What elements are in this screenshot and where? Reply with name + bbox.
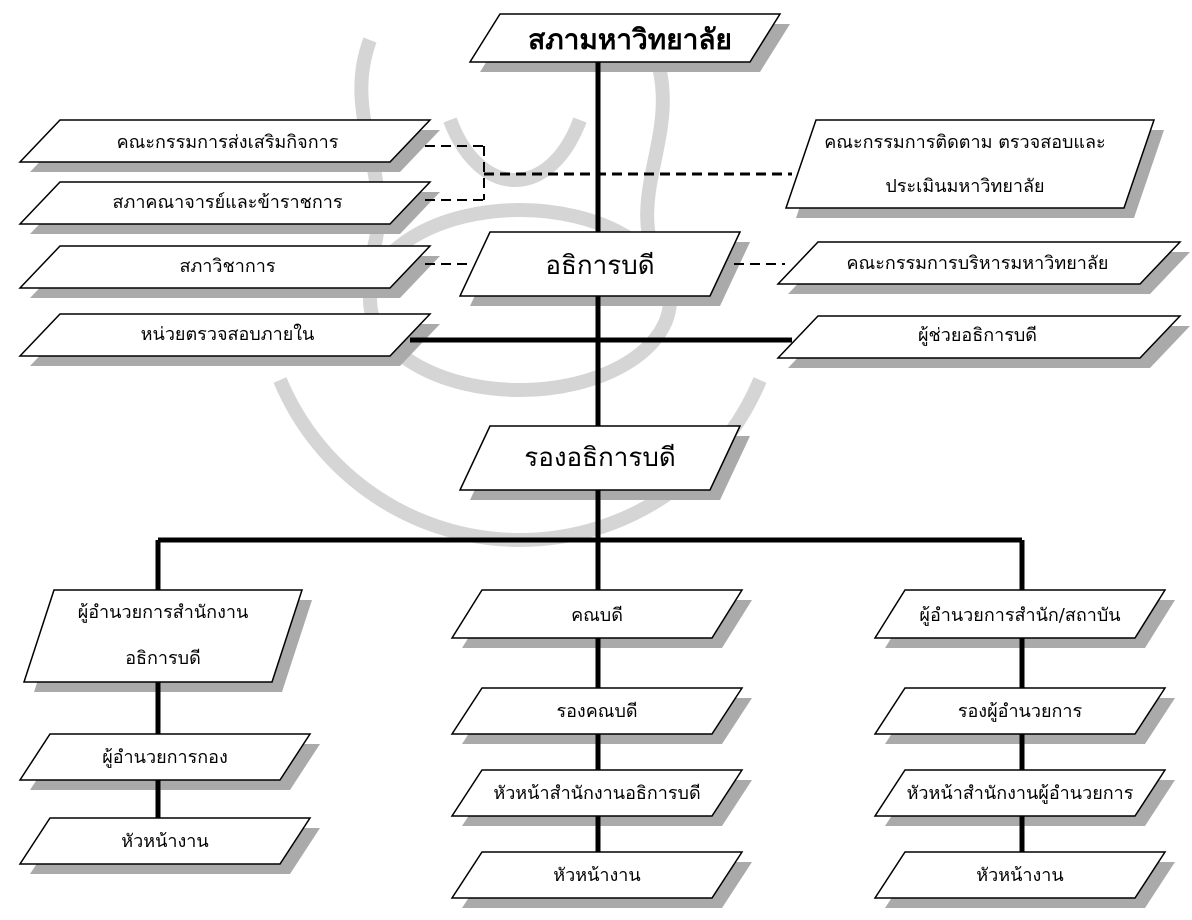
vice-president-box: [458, 425, 742, 491]
president-box: [458, 231, 742, 297]
faculty-council-box: [18, 181, 432, 225]
node-mid-section-head: หัวหน้างาน: [553, 865, 641, 886]
node-internal-audit: หน่วยตรวจสอบภายใน: [140, 324, 315, 345]
node-left-head-line2: อธิการบดี: [125, 648, 201, 669]
node-executive-committee: คณะกรรมการบริหารมหาวิทยาลัย: [846, 253, 1109, 274]
right-section-head-box: [873, 851, 1167, 899]
office-head-president-box: [450, 769, 744, 817]
node-academic-council: สภาวิชาการ: [179, 256, 276, 277]
node-right-section-head: หัวหน้างาน: [976, 865, 1064, 886]
node-deputy-director: รองผู้อำนวยการ: [957, 701, 1083, 722]
promotion-committee-box: [18, 119, 432, 163]
left-division-director-box: [18, 733, 312, 781]
left-section-head-box: [18, 817, 312, 865]
mid-section-head-box: [450, 851, 744, 899]
assistant-president-box: [776, 315, 1182, 359]
node-left-section-head: หัวหน้างาน: [121, 831, 209, 852]
node-left-division-director: ผู้อำนวยการกอง: [102, 747, 228, 768]
node-dean: คณบดี: [571, 605, 623, 626]
node-left-head-line1: ผู้อำนวยการสำนักงาน: [77, 602, 249, 623]
academic-council-box: [18, 245, 432, 289]
node-office-head-president: หัวหน้าสำนักงานอธิการบดี: [493, 783, 701, 804]
dean-box: [450, 589, 744, 639]
deputy-director-box: [873, 687, 1167, 735]
executive-committee-box: [776, 241, 1182, 285]
institute-director-box: [873, 589, 1167, 639]
node-assistant-president: ผู้ช่วยอธิการบดี: [917, 325, 1037, 346]
monitoring-committee-box: [784, 119, 1156, 209]
left-head-box: [22, 589, 304, 683]
node-institute-director: ผู้อำนวยการสำนัก/สถาบัน: [919, 605, 1121, 626]
office-head-director-box: [873, 769, 1167, 817]
node-vice-dean: รองคณบดี: [556, 701, 638, 722]
node-monitoring-committee-line1: คณะกรรมการติดตาม ตรวจสอบและ: [824, 132, 1106, 153]
node-office-head-director: หัวหน้าสำนักงานผู้อำนวยการ: [906, 783, 1134, 804]
internal-audit-box: [18, 313, 432, 357]
node-faculty-council: สภาคณาจารย์และข้าราชการ: [112, 192, 343, 213]
node-monitoring-committee-line2: ประเมินมหาวิทยาลัย: [885, 176, 1045, 197]
node-promotion-committee: คณะกรรมการส่งเสริมกิจการ: [116, 132, 339, 153]
vice-dean-box: [450, 687, 744, 735]
node-vice-president: รองอธิการบดี: [524, 443, 676, 473]
node-university-council: สภามหาวิทยาลัย: [528, 23, 732, 56]
node-president: อธิการบดี: [545, 251, 655, 281]
council-box: [468, 13, 782, 63]
